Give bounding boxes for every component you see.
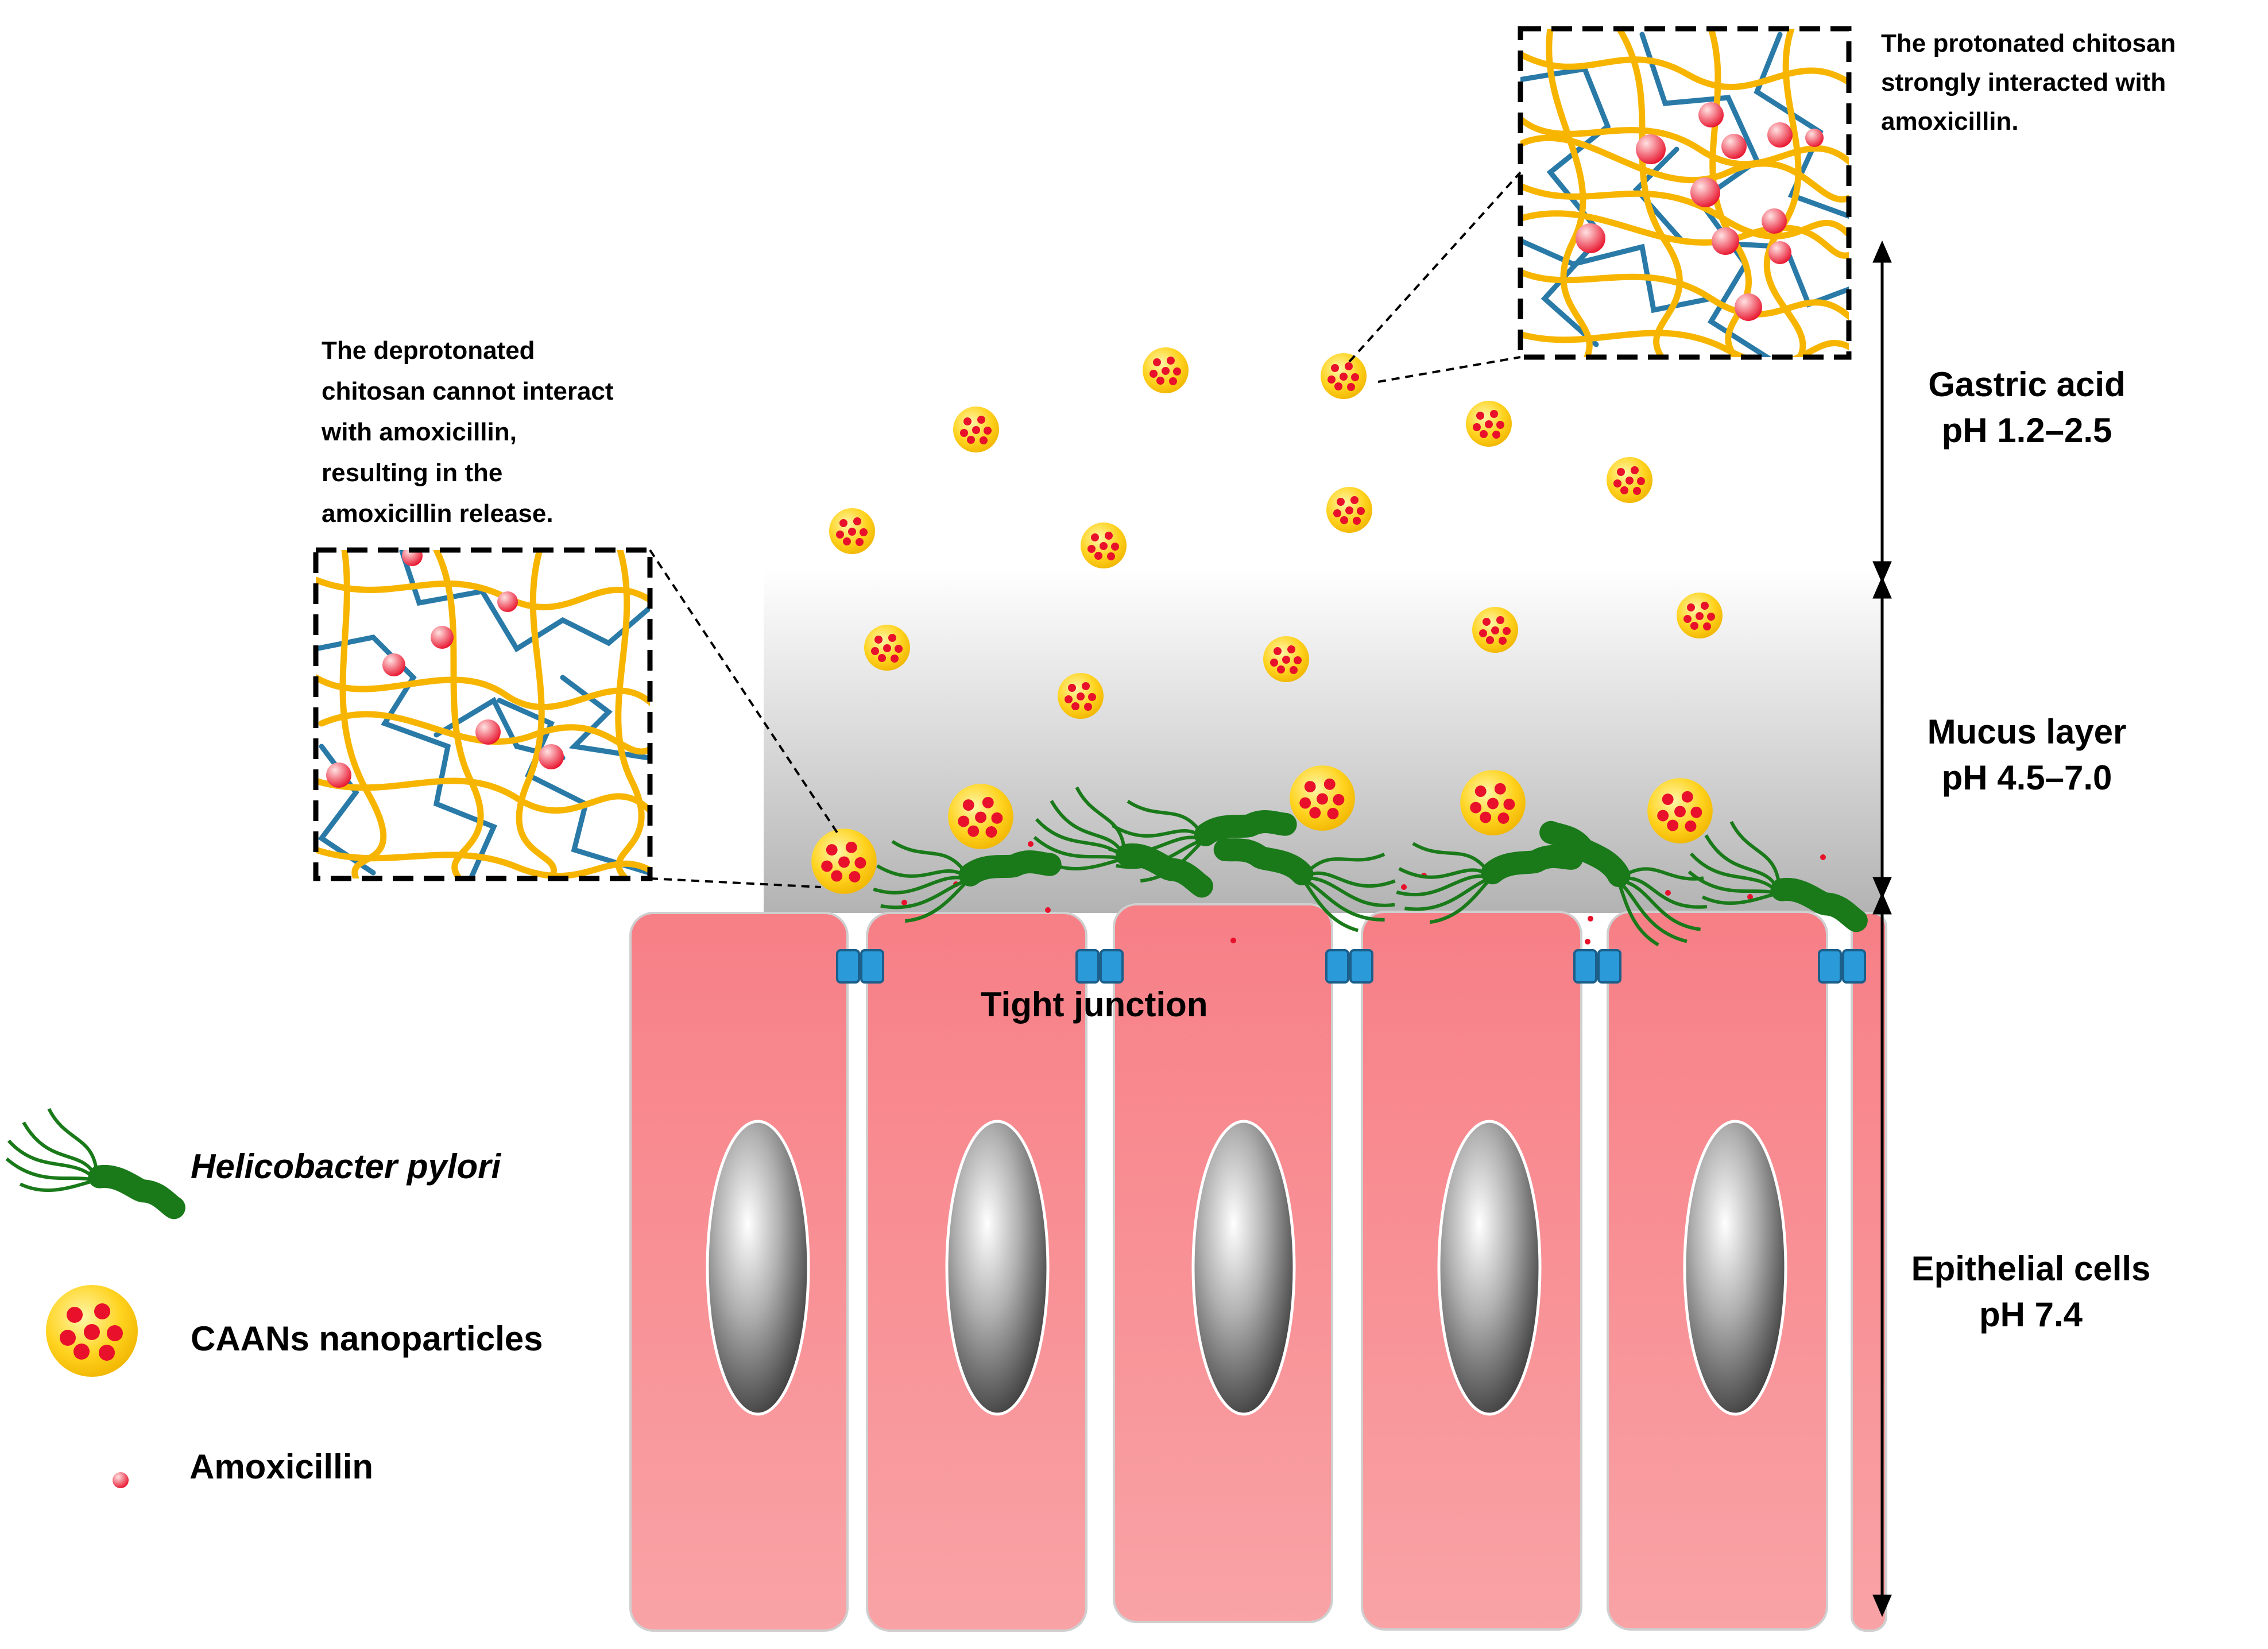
nanoparticle bbox=[1677, 593, 1723, 638]
legend-bacteria-label: Helicobacter pylori bbox=[191, 1147, 502, 1186]
protonated-line: The protonated chitosan bbox=[1881, 29, 2176, 57]
callout-lines bbox=[649, 171, 1522, 888]
tight-junction bbox=[1842, 949, 1866, 984]
nanoparticle bbox=[948, 784, 1013, 849]
gastric-label: Gastric acid bbox=[1928, 365, 2126, 404]
protonated-annotation: The protonated chitosan strongly interac… bbox=[1881, 29, 2183, 136]
nucleus bbox=[1683, 1120, 1787, 1416]
nanoparticle bbox=[1290, 765, 1355, 831]
amoxicillin-dot bbox=[1028, 841, 1034, 847]
released-amoxicillin bbox=[901, 841, 1826, 945]
tight-junction bbox=[1325, 949, 1349, 984]
tight-junctions bbox=[836, 949, 1866, 984]
legend-drug-icon bbox=[113, 1472, 129, 1488]
deprotonated-annotation: The deprotonated chitosan cannot interac… bbox=[321, 336, 621, 528]
legend-nanoparticle-icon bbox=[46, 1285, 138, 1377]
nanoparticle bbox=[1321, 353, 1367, 399]
nanoparticle bbox=[1466, 401, 1512, 447]
mucus-label: Mucus layer bbox=[1928, 713, 2127, 751]
layer-arrows bbox=[1872, 240, 1892, 1617]
deprotonated-line: resulting in the bbox=[322, 459, 502, 487]
nanoparticle bbox=[1263, 636, 1309, 682]
amoxicillin-dot bbox=[1045, 907, 1051, 913]
tight-junction bbox=[836, 949, 860, 984]
nucleus bbox=[945, 1120, 1050, 1416]
nanoparticle bbox=[864, 625, 910, 671]
amoxicillin-dot bbox=[1401, 884, 1407, 890]
legend-nanoparticle-label: CAANs nanoparticles bbox=[191, 1319, 543, 1358]
tight-junction bbox=[1075, 949, 1100, 984]
tight-junction bbox=[1100, 949, 1124, 984]
deprotonated-line: with amoxicillin, bbox=[321, 418, 517, 446]
deprotonated-line: The deprotonated bbox=[322, 336, 535, 365]
nanoparticle bbox=[1607, 457, 1652, 503]
deprotonated-line: chitosan cannot interact bbox=[322, 377, 614, 405]
epithelial-cell-partial bbox=[1851, 912, 1887, 1632]
tight-junction bbox=[1597, 949, 1621, 984]
tight-junction bbox=[860, 949, 884, 984]
legend-drug-label: Amoxicillin bbox=[189, 1447, 373, 1486]
nuclei bbox=[706, 1120, 1787, 1416]
nanoparticle bbox=[1058, 673, 1104, 719]
tight-junction bbox=[1818, 949, 1842, 984]
nanoparticle bbox=[1081, 522, 1127, 568]
nucleus bbox=[1437, 1120, 1542, 1416]
nucleus bbox=[1191, 1120, 1296, 1416]
tight-junction bbox=[1349, 949, 1373, 984]
epithelial-ph: pH 7.4 bbox=[1979, 1295, 2083, 1334]
nanoparticle bbox=[1143, 347, 1189, 393]
protonated-line: amoxicillin. bbox=[1881, 107, 2019, 136]
protonated-line: strongly interacted with bbox=[1881, 68, 2166, 96]
amoxicillin-dot bbox=[1585, 939, 1590, 945]
tight-junction-label: Tight junction bbox=[981, 985, 1207, 1024]
amoxicillin-dot bbox=[1588, 916, 1593, 922]
tight-junction bbox=[1573, 949, 1597, 984]
nucleus bbox=[706, 1120, 810, 1416]
nanoparticle bbox=[1460, 770, 1526, 835]
nanoparticle bbox=[829, 508, 875, 554]
epithelial-label: Epithelial cells bbox=[1911, 1249, 2151, 1288]
nanoparticle bbox=[811, 829, 877, 894]
amoxicillin-dot bbox=[1230, 938, 1236, 943]
gastric-ph: pH 1.2–2.5 bbox=[1942, 411, 2112, 450]
amoxicillin-dot bbox=[901, 900, 907, 905]
zoom-protonated bbox=[1518, 26, 1852, 360]
deprotonated-line: amoxicillin release. bbox=[322, 500, 554, 528]
amoxicillin-dot bbox=[1747, 894, 1753, 900]
zoom-deprotonated bbox=[313, 547, 653, 881]
amoxicillin-dot bbox=[1820, 854, 1826, 860]
nanoparticle bbox=[953, 407, 999, 452]
nanoparticle bbox=[1472, 607, 1518, 653]
nanoparticle bbox=[1647, 778, 1713, 843]
mucus-ph: pH 4.5–7.0 bbox=[1942, 758, 2112, 797]
amoxicillin-dot bbox=[1665, 890, 1671, 896]
nanoparticle bbox=[1326, 487, 1372, 533]
legend: Helicobacter pylori CAANs nanoparticles … bbox=[0, 1099, 543, 1488]
legend-bacteria-icon bbox=[0, 1099, 189, 1247]
